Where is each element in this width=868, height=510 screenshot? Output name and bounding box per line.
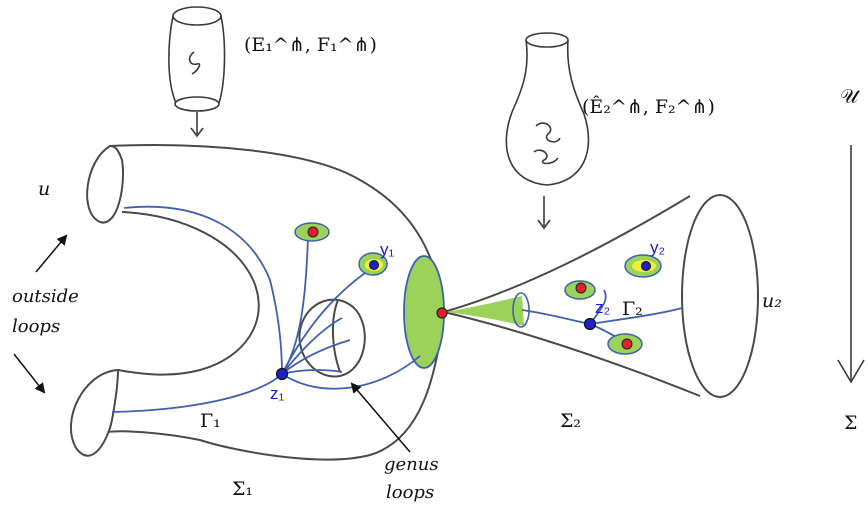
surface-sigma2: [443, 194, 759, 398]
graph-gamma1-curves: [111, 205, 421, 413]
label-z1: z₁: [270, 384, 285, 403]
label-loops-bottom: loops: [386, 482, 435, 503]
label-loops-left: loops: [12, 316, 61, 337]
marked-point-3: [607, 333, 643, 355]
label-gamma1: Γ₁: [200, 410, 221, 432]
marked-point-2: [564, 280, 596, 300]
marked-point-y1: [358, 252, 388, 276]
vase-e2-sketch: [505, 32, 590, 230]
outside-loops-arrow-up: [35, 234, 68, 273]
label-e1-f1: (E₁^⋔, F₁^⋔): [244, 34, 377, 56]
projection-arrow: [837, 145, 865, 384]
label-e2-f2: (Ê₂^⋔, F₂^⋔): [582, 96, 715, 118]
tube-region: [446, 296, 524, 326]
node-z1: [275, 367, 289, 381]
genus-loops-arrow: [350, 382, 411, 453]
surface-sigma1: [70, 144, 445, 461]
node-junction: [436, 307, 448, 319]
tube-collar: [512, 292, 530, 328]
label-outside: outside: [12, 286, 79, 307]
cylinder-e1-sketch: [168, 6, 226, 138]
label-u2: u₂: [762, 290, 782, 312]
label-y2: y₂: [650, 238, 666, 257]
label-gamma2: Γ₂: [622, 298, 643, 320]
node-z2: [583, 317, 597, 331]
marked-point-1: [294, 222, 330, 242]
label-genus: genus: [384, 454, 439, 475]
label-z2: z₂: [595, 298, 611, 317]
label-sigma: Σ: [844, 412, 858, 434]
marked-point-y2: [624, 254, 662, 278]
label-sigma2: Σ₂: [560, 410, 582, 432]
label-sigma1: Σ₁: [232, 478, 254, 500]
label-u: u: [38, 178, 51, 200]
label-calligraphic-u: 𝒰: [840, 84, 858, 108]
label-y1: y₁: [380, 240, 395, 259]
outside-loops-arrow-down: [13, 353, 46, 394]
